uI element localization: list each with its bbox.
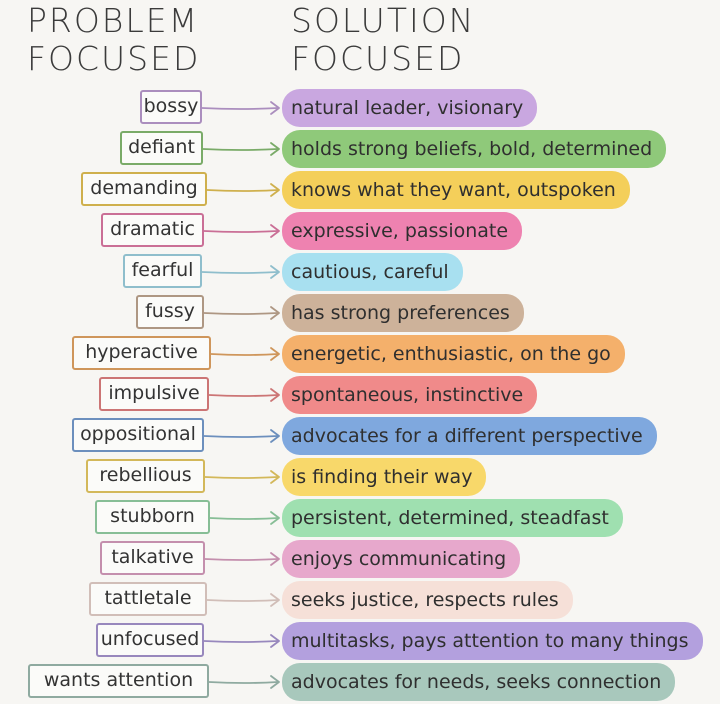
problem-label: rebellious	[86, 459, 205, 493]
arrow-icon	[203, 429, 280, 443]
problem-heading-line-1: PROBLEM	[27, 1, 200, 40]
arrow-icon	[208, 675, 280, 689]
reframe-row: dramatic expressive, passionate	[0, 211, 720, 251]
arrow-icon	[203, 634, 280, 648]
solution-label: enjoys communicating	[282, 540, 521, 578]
solution-focused-heading: SOLUTION FOCUSED	[291, 2, 475, 78]
reframe-row: demanding knows what they want, outspoken	[0, 170, 720, 210]
arrow-icon	[204, 470, 280, 484]
reframe-row: hyperactive energetic, enthusiastic, on t…	[0, 334, 720, 374]
solution-label: spontaneous, instinctive	[282, 376, 538, 414]
solution-label: energetic, enthusiastic, on the go	[282, 335, 625, 373]
solution-label: seeks justice, respects rules	[282, 581, 573, 619]
problem-label: unfocused	[96, 623, 204, 657]
reframe-row: oppositional advocates for a different pe…	[0, 416, 720, 456]
reframe-row: fearful cautious, careful	[0, 252, 720, 292]
problem-label: bossy	[140, 90, 202, 124]
problem-label: demanding	[81, 172, 207, 206]
problem-label: talkative	[100, 541, 205, 575]
reframe-row: talkative enjoys communicating	[0, 539, 720, 579]
solution-label: persistent, determined, steadfast	[282, 499, 623, 537]
arrow-icon	[202, 142, 280, 156]
arrow-icon	[203, 224, 280, 238]
problem-label: wants attention	[28, 664, 209, 698]
reframe-row: unfocused multitasks, pays attention to m…	[0, 621, 720, 661]
arrow-icon	[201, 101, 280, 115]
solution-label: has strong preferences	[282, 294, 524, 332]
reframe-row: rebellious is finding their way	[0, 457, 720, 497]
problem-label: dramatic	[101, 213, 204, 247]
problem-label: fussy	[136, 295, 204, 329]
arrow-icon	[204, 552, 280, 566]
arrow-icon	[206, 593, 280, 607]
solution-label: advocates for a different perspective	[282, 417, 657, 455]
solution-label: natural leader, visionary	[282, 89, 538, 127]
solution-label: knows what they want, outspoken	[282, 171, 630, 209]
problem-label: defiant	[120, 131, 203, 165]
arrow-icon	[206, 183, 280, 197]
problem-label: oppositional	[72, 418, 204, 452]
problem-label: impulsive	[99, 377, 209, 411]
solution-label: advocates for needs, seeks connection	[282, 663, 676, 701]
arrow-icon	[209, 511, 280, 525]
problem-heading-line-2: FOCUSED	[27, 39, 201, 78]
solution-label: holds strong beliefs, bold, determined	[282, 130, 667, 168]
solution-label: is finding their way	[282, 458, 487, 496]
arrow-icon	[210, 347, 280, 361]
reframe-row: fussy has strong preferences	[0, 293, 720, 333]
arrow-icon	[208, 388, 280, 402]
problem-focused-heading: PROBLEM FOCUSED	[27, 2, 200, 78]
solution-heading-line-2: FOCUSED	[291, 39, 465, 78]
arrow-icon	[201, 265, 280, 279]
problem-label: hyperactive	[72, 336, 211, 370]
reframe-row: defiant holds strong beliefs, bold, deter…	[0, 129, 720, 169]
reframe-row: tattletale seeks justice, respects rules	[0, 580, 720, 620]
reframe-row: wants attention advocates for needs, seek…	[0, 662, 720, 702]
arrow-icon	[203, 306, 280, 320]
reframe-row: bossy natural leader, visionary	[0, 88, 720, 128]
solution-label: cautious, careful	[282, 253, 463, 291]
solution-label: multitasks, pays attention to many thing…	[282, 622, 703, 660]
reframe-row: impulsive spontaneous, instinctive	[0, 375, 720, 415]
solution-label: expressive, passionate	[282, 212, 523, 250]
problem-label: tattletale	[89, 582, 207, 616]
problem-label: stubborn	[95, 500, 210, 534]
problem-label: fearful	[123, 254, 202, 288]
solution-heading-line-1: SOLUTION	[291, 1, 476, 40]
reframe-row: stubborn persistent, determined, steadfas…	[0, 498, 720, 538]
